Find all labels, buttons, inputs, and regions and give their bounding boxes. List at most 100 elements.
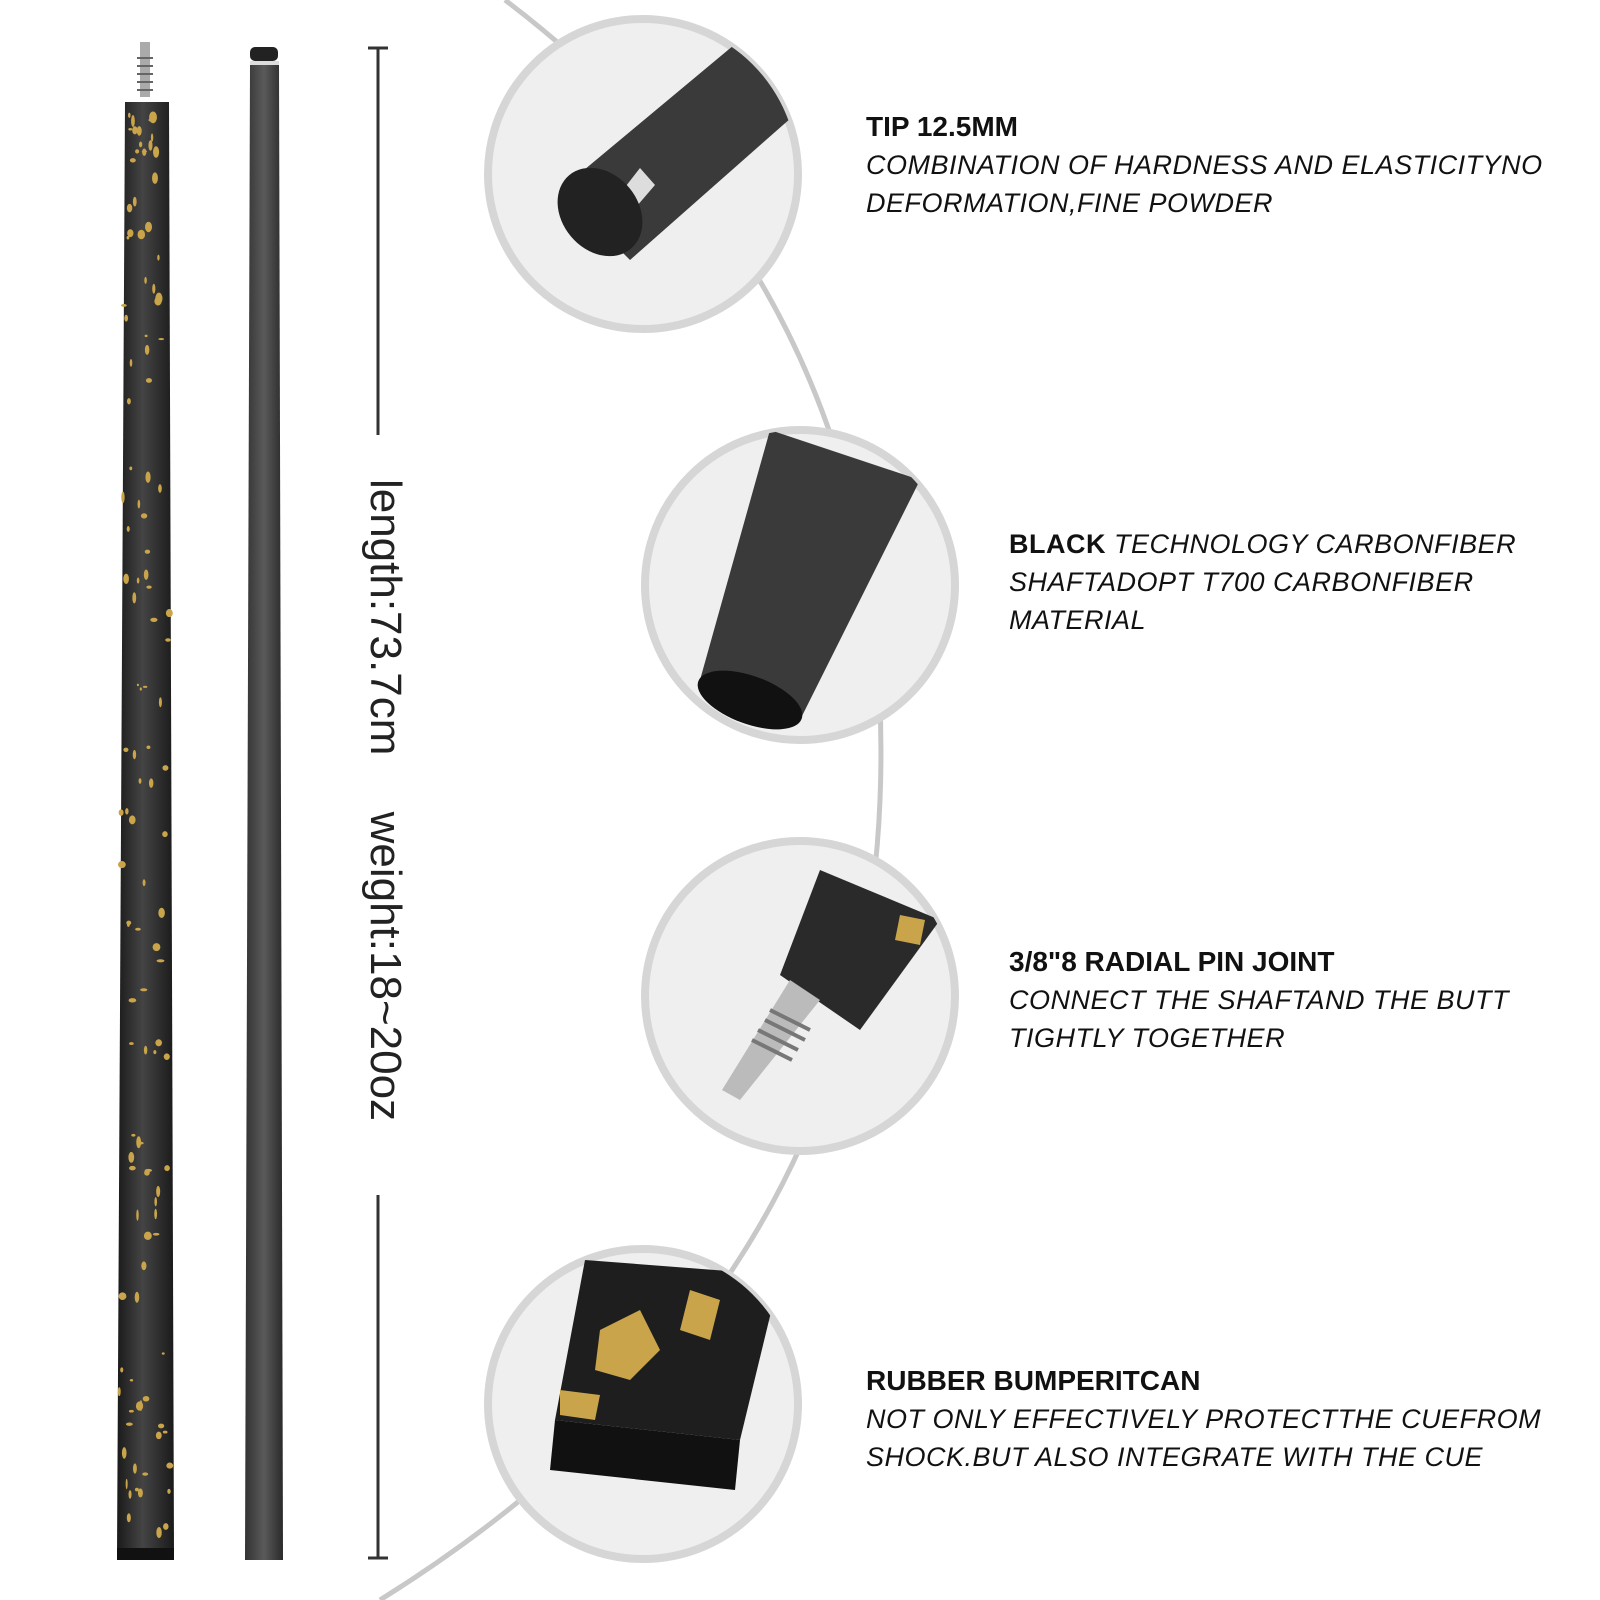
feature-bumper: RUBBER BUMPERITCAN NOT ONLY EFFECTIVELY … <box>866 1362 1566 1476</box>
length-spec: length:73.7cm <box>361 478 410 756</box>
gold-speckle <box>123 747 129 752</box>
gold-speckle <box>152 943 161 952</box>
gold-speckle <box>143 1045 148 1055</box>
gold-speckle <box>128 1409 134 1413</box>
gold-speckle <box>129 1165 136 1171</box>
gold-speckle <box>152 146 160 158</box>
gold-speckle <box>152 172 158 184</box>
gold-speckle <box>158 697 162 708</box>
feature-tip: TIP 12.5MM COMBINATION OF HARDNESS AND E… <box>866 108 1566 222</box>
feature-body: NOT ONLY EFFECTIVELY PROTECTTHE CUEFROM … <box>866 1404 1542 1472</box>
gold-speckle <box>154 296 162 306</box>
gold-speckle <box>140 988 148 992</box>
cue-butt <box>117 42 174 1560</box>
gold-speckle <box>153 1050 157 1055</box>
gold-speckle <box>127 229 134 238</box>
gold-speckle <box>123 573 129 585</box>
gold-speckle <box>141 1261 147 1271</box>
gold-speckle <box>142 879 146 887</box>
gold-speckle <box>155 1431 162 1440</box>
gold-speckle <box>132 592 137 604</box>
gold-speckle <box>137 1488 143 1498</box>
gold-speckle <box>118 809 124 816</box>
gold-speckle <box>132 196 137 207</box>
gold-speckle <box>129 158 136 163</box>
gold-speckle <box>158 338 165 341</box>
gold-speckle <box>128 815 136 825</box>
gold-speckle <box>162 1430 168 1434</box>
feature-title: RUBBER BUMPERITCAN <box>866 1365 1201 1396</box>
gold-speckle <box>150 133 154 142</box>
gold-speckle <box>131 1133 136 1137</box>
gold-speckle <box>156 1185 161 1198</box>
gold-speckle <box>144 344 150 355</box>
gold-speckle <box>134 1291 140 1303</box>
gold-speckle <box>124 314 129 322</box>
gold-speckle <box>145 378 152 383</box>
feature-body: TECHNOLOGY CARBONFIBER SHAFTADOPT T700 C… <box>1009 529 1517 635</box>
gold-speckle <box>156 959 165 963</box>
gold-speckle <box>145 471 151 483</box>
gold-speckle <box>136 1209 139 1221</box>
gold-speckle <box>162 765 169 771</box>
gold-speckle <box>146 745 151 750</box>
gold-speckle <box>144 334 148 338</box>
weight-spec: weight:18~20oz <box>361 811 410 1122</box>
gold-speckle <box>148 140 153 151</box>
gold-speckle <box>158 907 165 919</box>
gold-speckle <box>125 1478 128 1490</box>
gold-speckle <box>158 484 162 493</box>
cue-shaft <box>245 47 283 1560</box>
feature-title: TIP 12.5MM <box>866 111 1018 142</box>
gold-speckle <box>163 1053 170 1060</box>
dimension-line <box>368 46 388 1560</box>
gold-speckle <box>125 1422 133 1426</box>
gold-speckle <box>154 1208 158 1220</box>
gold-speckle <box>129 1042 134 1045</box>
gold-speckle <box>128 112 131 118</box>
gold-speckle <box>126 398 131 405</box>
gold-speckle <box>135 927 141 931</box>
gold-speckle <box>143 1231 152 1241</box>
gold-speckle <box>138 141 143 148</box>
gold-speckle <box>155 1039 163 1047</box>
gold-speckle <box>165 638 171 642</box>
gold-speckle <box>132 126 138 135</box>
feature-title: 3/8"8 RADIAL PIN JOINT <box>1009 946 1335 977</box>
gold-speckle <box>126 236 130 240</box>
gold-speckle <box>126 1513 131 1523</box>
gold-speckle <box>125 808 129 815</box>
gold-speckle <box>126 921 130 927</box>
gold-speckle <box>136 1141 144 1145</box>
spec-text: length:73.7cm weight:18~20oz <box>360 457 410 1143</box>
gold-speckle <box>146 585 152 589</box>
feature-title: BLACK <box>1009 529 1106 559</box>
gold-speckle <box>144 1169 150 1176</box>
gold-speckle <box>129 466 133 471</box>
gold-speckle <box>137 499 141 509</box>
gold-speckle <box>142 685 148 688</box>
gold-speckle <box>134 1487 139 1492</box>
gold-speckle <box>163 1523 169 1530</box>
gold-speckle <box>136 126 142 136</box>
bumper-closeup-circle <box>484 1245 802 1563</box>
gold-speckle <box>140 513 148 519</box>
gold-speckle <box>128 1490 132 1499</box>
joint-closeup-circle <box>641 837 959 1155</box>
gold-speckle <box>135 149 140 154</box>
gold-speckle <box>154 1197 157 1207</box>
gold-speckle <box>117 1387 121 1397</box>
feature-shaft: BLACK TECHNOLOGY CARBONFIBER SHAFTADOPT … <box>1009 525 1549 639</box>
feature-body: COMBINATION OF HARDNESS AND ELASTICITYNO… <box>866 150 1543 218</box>
gold-speckle <box>118 1292 127 1300</box>
gold-speckle <box>139 687 142 691</box>
gold-speckle <box>148 778 154 788</box>
gold-speckle <box>135 1401 144 1411</box>
gold-speckle <box>137 229 146 240</box>
gold-speckle <box>118 861 126 869</box>
gold-speckle <box>157 254 160 261</box>
gold-speckle <box>144 276 147 284</box>
gold-speckle <box>143 569 149 580</box>
